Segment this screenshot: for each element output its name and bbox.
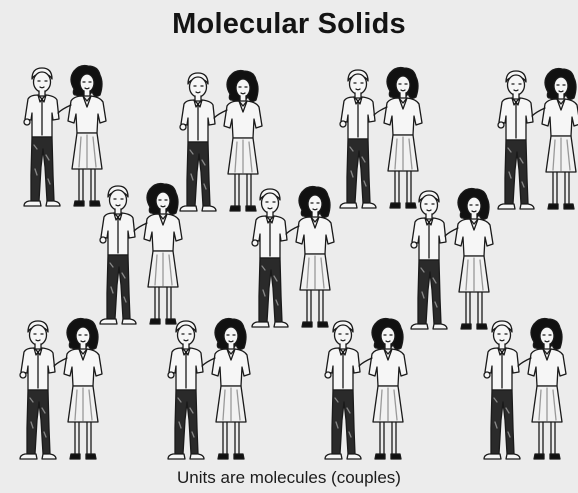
couple-molecule-icon [246,186,344,336]
diagram-caption: Units are molecules (couples) [0,468,578,488]
couple-drawing [162,318,260,468]
couple-molecule-icon [478,318,576,468]
couple-drawing [319,318,417,468]
woman-figure-icon [54,319,102,459]
man-figure-icon [325,321,361,459]
couple-molecule-icon [319,318,417,468]
man-figure-icon [411,191,447,329]
woman-figure-icon [445,189,493,329]
couple-molecule-icon [405,188,503,338]
couple-molecule-icon [492,68,578,218]
couple-drawing [492,68,578,218]
woman-figure-icon [518,319,566,459]
couple-drawing [478,318,576,468]
couple-drawing [14,318,112,468]
woman-figure-icon [374,68,422,208]
man-figure-icon [100,186,136,324]
couple-drawing [405,188,503,338]
man-figure-icon [168,321,204,459]
man-figure-icon [498,71,534,209]
woman-figure-icon [359,319,407,459]
man-figure-icon [20,321,56,459]
man-figure-icon [252,189,288,327]
diagram-title: Molecular Solids [0,8,578,41]
man-figure-icon [484,321,520,459]
couple-drawing [94,183,192,333]
woman-figure-icon [134,184,182,324]
woman-figure-icon [286,187,334,327]
couple-molecule-icon [14,318,112,468]
couple-molecule-icon [162,318,260,468]
woman-figure-icon [202,319,250,459]
couple-drawing [246,186,344,336]
woman-figure-icon [532,69,578,209]
man-figure-icon [24,68,60,206]
man-figure-icon [340,70,376,208]
couple-molecule-icon [94,183,192,333]
